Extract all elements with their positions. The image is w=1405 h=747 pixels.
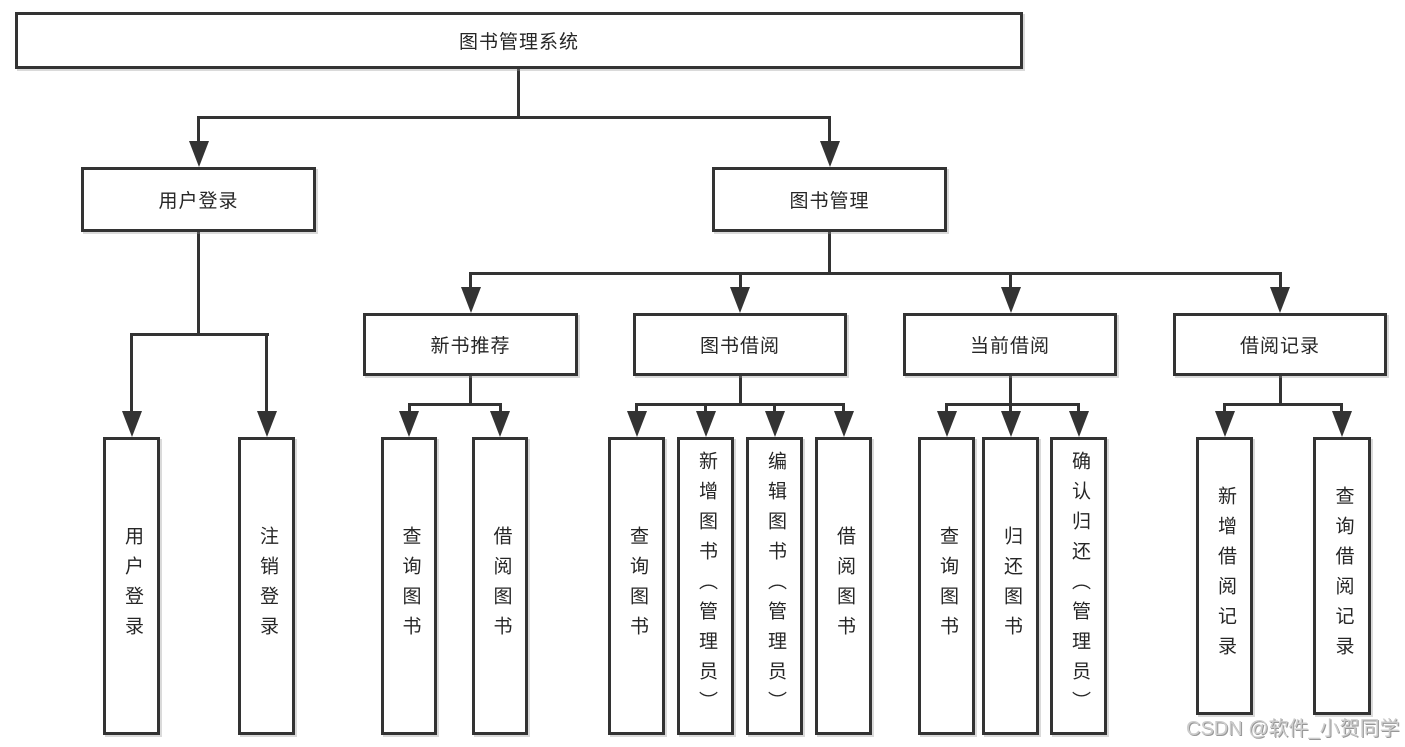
connector-arrowhead <box>121 411 142 437</box>
node-book-management-label: 图书管理 <box>789 191 870 212</box>
connector-line <box>635 403 845 406</box>
connector-line <box>197 116 831 119</box>
connector-arrowhead <box>490 411 510 437</box>
node-root-label: 图书管理系统 <box>458 32 579 53</box>
node-root: 图书管理系统 <box>15 12 1023 69</box>
connector-line <box>1223 403 1343 406</box>
node-new-book-recommend-label: 新书推荐 <box>430 336 511 357</box>
connector-arrowhead <box>936 411 957 437</box>
connector-arrowhead <box>399 411 419 437</box>
node-borrow-records: 借阅记录 <box>1173 313 1387 376</box>
node-book-borrow: 图书借阅 <box>633 313 847 376</box>
node-user-login: 用户登录 <box>81 167 316 232</box>
connector-line <box>407 403 411 415</box>
connector-line <box>945 403 1080 406</box>
leaf-logout: 注销登录 <box>238 437 295 735</box>
leaf-current-query-book: 查询图书 <box>918 437 975 735</box>
leaf-borrow-borrow-book: 借阅图书 <box>815 437 872 735</box>
connector-line <box>738 376 742 406</box>
leaf-records-add-record: 新增借阅记录 <box>1196 437 1253 715</box>
leaf-borrow-edit-book-label: 编辑图书（管理员） <box>764 451 786 721</box>
connector-arrowhead <box>1000 411 1021 437</box>
connector-line <box>498 403 502 415</box>
connector-line <box>1340 403 1343 415</box>
connector-arrowhead <box>819 141 840 167</box>
connector-line <box>1278 272 1282 290</box>
connector-arrowhead <box>460 287 481 313</box>
connector-arrowhead <box>730 287 750 313</box>
leaf-current-return-book: 归还图书 <box>982 437 1039 735</box>
connector-line <box>130 333 133 414</box>
leaf-borrow-add-book: 新增图书（管理员） <box>677 437 734 735</box>
leaf-borrow-add-book-label: 新增图书（管理员） <box>695 451 717 721</box>
connector-line <box>738 272 742 290</box>
connector-line <box>828 116 831 145</box>
connector-line <box>1223 403 1226 415</box>
connector-line <box>773 403 776 415</box>
connector-line <box>197 116 200 145</box>
connector-arrowhead <box>764 411 785 437</box>
node-book-management: 图书管理 <box>712 167 947 232</box>
node-borrow-records-label: 借阅记录 <box>1239 336 1320 357</box>
leaf-current-confirm-return-label: 确认归还（管理员） <box>1068 451 1090 721</box>
leaf-borrow-edit-book: 编辑图书（管理员） <box>746 437 803 735</box>
leaf-borrow-query-book-label: 查询图书 <box>626 526 648 646</box>
connector-arrowhead <box>695 411 716 437</box>
connector-line <box>1077 403 1080 415</box>
leaf-records-add-record-label: 新增借阅记录 <box>1214 486 1236 666</box>
connector-line <box>1009 403 1012 415</box>
connector-line <box>469 376 472 406</box>
connector-line <box>842 403 845 415</box>
connector-line <box>635 403 638 415</box>
node-new-book-recommend: 新书推荐 <box>363 313 578 376</box>
connector-arrowhead <box>188 141 209 167</box>
node-current-borrow-label: 当前借阅 <box>969 336 1050 357</box>
connector-line <box>1009 272 1012 290</box>
leaf-borrow-borrow-book-label: 借阅图书 <box>833 526 855 646</box>
leaf-user-login: 用户登录 <box>103 437 160 735</box>
leaf-current-query-book-label: 查询图书 <box>936 526 958 646</box>
connector-arrowhead <box>256 411 277 437</box>
connector-line <box>517 69 520 119</box>
connector-line <box>1278 376 1282 406</box>
leaf-logout-label: 注销登录 <box>256 526 278 646</box>
connector-arrowhead <box>1331 411 1352 437</box>
node-user-login-label: 用户登录 <box>158 191 239 212</box>
connector-line <box>828 232 831 275</box>
connector-line <box>469 272 1282 275</box>
leaf-recommend-query-book-label: 查询图书 <box>399 526 421 646</box>
connector-line <box>1009 376 1012 406</box>
connector-arrowhead <box>1000 287 1021 313</box>
connector-line <box>130 333 269 336</box>
leaf-borrow-query-book: 查询图书 <box>608 437 665 735</box>
csdn-watermark: CSDN @软件_小贺同学 <box>1186 718 1400 740</box>
leaf-current-confirm-return: 确认归还（管理员） <box>1050 437 1107 735</box>
connector-line <box>407 403 502 406</box>
connector-arrowhead <box>833 411 854 437</box>
leaf-recommend-query-book: 查询图书 <box>381 437 437 735</box>
leaf-records-query-record-label: 查询借阅记录 <box>1332 486 1354 666</box>
leaf-records-query-record: 查询借阅记录 <box>1313 437 1371 715</box>
node-book-borrow-label: 图书借阅 <box>699 336 780 357</box>
connector-line <box>197 232 200 336</box>
leaf-user-login-label: 用户登录 <box>121 526 143 646</box>
connector-line <box>704 403 707 415</box>
leaf-recommend-borrow-book: 借阅图书 <box>472 437 528 735</box>
connector-arrowhead <box>1214 411 1235 437</box>
connector-arrowhead <box>626 411 647 437</box>
connector-line <box>265 333 268 414</box>
leaf-current-return-book-label: 归还图书 <box>1000 526 1022 646</box>
connector-arrowhead <box>1270 287 1290 313</box>
node-current-borrow: 当前借阅 <box>903 313 1117 376</box>
leaf-recommend-borrow-book-label: 借阅图书 <box>490 526 512 646</box>
connector-arrowhead <box>1068 411 1089 437</box>
connector-line <box>469 272 472 290</box>
connector-line <box>945 403 948 415</box>
